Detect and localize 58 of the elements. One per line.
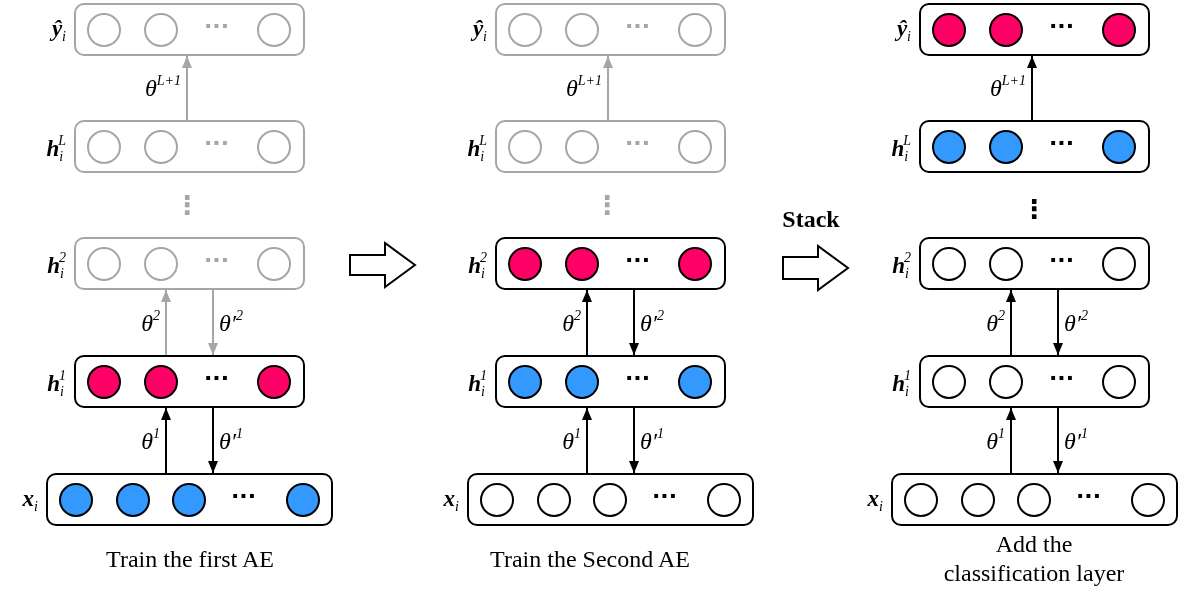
layer-box	[919, 355, 1150, 408]
arrow	[1006, 407, 1016, 474]
ellipsis-mark: ···	[204, 367, 230, 389]
arrow	[629, 407, 639, 474]
layer-box	[74, 237, 305, 290]
layer-box	[919, 120, 1150, 173]
layer-label: ŷ$_{i}$	[51, 17, 66, 44]
ellipsis-mark: ···	[652, 485, 678, 507]
layer-box	[495, 237, 726, 290]
vertical-ellipsis: ⋮	[174, 190, 200, 222]
layer-box	[467, 473, 754, 526]
layer-box	[891, 473, 1178, 526]
ellipsis-mark: ···	[1076, 485, 1102, 507]
arrow	[582, 407, 592, 474]
vertical-ellipsis: ⋮	[594, 190, 620, 222]
layer-box	[495, 120, 726, 173]
layer-label: ŷ$_{i}$	[896, 17, 911, 44]
arrow	[161, 407, 171, 474]
arrow	[1027, 55, 1037, 121]
panel-caption: Train the first AE	[106, 545, 274, 574]
layer-box	[46, 473, 333, 526]
ellipsis-mark: ···	[1049, 249, 1075, 271]
ellipsis-mark: ···	[204, 15, 230, 37]
ellipsis-mark: ···	[625, 15, 651, 37]
ellipsis-mark: ···	[204, 249, 230, 271]
arrow	[582, 289, 592, 356]
arrow	[1006, 289, 1016, 356]
arrow	[1053, 289, 1063, 356]
panel-caption: Train the Second AE	[490, 545, 690, 574]
layer-box	[495, 3, 726, 56]
layer-label: x$_{i}$	[867, 487, 883, 514]
layer-box	[919, 3, 1150, 56]
arrow-caption: Stack	[782, 205, 840, 234]
arrow	[629, 289, 639, 356]
arrow	[208, 289, 218, 356]
layer-box	[74, 3, 305, 56]
ellipsis-mark: ···	[231, 485, 257, 507]
layer-box	[74, 120, 305, 173]
ellipsis-mark: ···	[625, 367, 651, 389]
layer-box	[919, 237, 1150, 290]
layer-box	[495, 355, 726, 408]
ellipsis-mark: ···	[1049, 367, 1075, 389]
vertical-ellipsis: ⋮	[1021, 194, 1047, 226]
arrow	[208, 407, 218, 474]
layer-box	[74, 355, 305, 408]
arrow	[161, 289, 171, 356]
layer-label: x$_{i}$	[22, 487, 38, 514]
arrow	[182, 55, 192, 121]
arrow	[1053, 407, 1063, 474]
layer-label: x$_{i}$	[443, 487, 459, 514]
panel-caption: Add the classification layer	[942, 530, 1126, 588]
ellipsis-mark: ···	[1049, 15, 1075, 37]
ellipsis-mark: ···	[204, 132, 230, 154]
layer-label: ŷ$_{i}$	[472, 17, 487, 44]
arrow	[603, 55, 613, 121]
ellipsis-mark: ···	[1049, 132, 1075, 154]
ellipsis-mark: ···	[625, 249, 651, 271]
ellipsis-mark: ···	[625, 132, 651, 154]
